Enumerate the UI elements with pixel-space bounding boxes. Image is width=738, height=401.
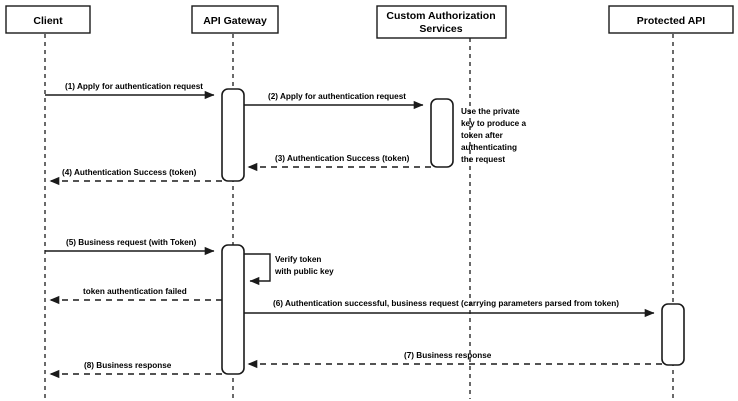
participant-header-api-gateway[interactable]: API Gateway [191,5,279,34]
note-private-key-line-4: authenticating [461,143,517,152]
message-8-label: (8) Business response [84,361,172,370]
message-1[interactable]: (1) Apply for authentication request [45,82,215,100]
participant-header-custom-authorization-services[interactable]: Custom Authorization Services [376,5,507,39]
activation-bar-protected-api [661,303,685,366]
activation-bar-api-gateway-2 [221,244,245,375]
message-6-label: (6) Authentication successful, business … [273,299,619,308]
note-private-key-line-1: Use the private [461,107,520,116]
participant-label-api-gateway: API Gateway [203,15,267,27]
message-token-authentication-failed[interactable]: token authentication failed [49,287,222,305]
note-private-key-line-2: key to produce a [461,119,527,128]
message-token-authentication-failed-label: token authentication failed [83,287,187,296]
note-private-key: Use the private key to produce a token a… [461,107,527,164]
message-3[interactable]: (3) Authentication Success (token) [247,154,431,172]
message-6[interactable]: (6) Authentication successful, business … [244,299,655,318]
message-self-verify-token-line-1: Verify token [275,255,321,264]
message-8[interactable]: (8) Business response [49,361,222,379]
message-5[interactable]: (5) Business request (with Token) [45,238,215,256]
message-2-label: (2) Apply for authentication request [268,92,406,101]
message-3-label: (3) Authentication Success (token) [275,154,410,163]
message-2[interactable]: (2) Apply for authentication request [244,92,424,110]
participant-header-protected-api[interactable]: Protected API [608,5,734,34]
activation-bar-custom-authorization-services [430,98,454,168]
message-self-verify-token-line-2: with public key [274,267,334,276]
message-4-label: (4) Authentication Success (token) [62,168,197,177]
participant-label-client: Client [33,15,63,27]
message-1-label: (1) Apply for authentication request [65,82,203,91]
activation-bar-api-gateway-1 [221,88,245,182]
message-4[interactable]: (4) Authentication Success (token) [49,168,222,186]
note-private-key-line-3: token after [461,131,504,140]
participant-label-protected-api: Protected API [637,15,706,27]
message-7-label: (7) Business response [404,351,492,360]
participant-label-custom-authorization-services-line2: Services [419,23,462,35]
message-5-label: (5) Business request (with Token) [66,238,197,247]
participant-header-client[interactable]: Client [5,5,91,34]
message-7[interactable]: (7) Business response [247,351,662,369]
message-self-verify-token[interactable]: Verify token with public key [244,253,334,286]
participant-label-custom-authorization-services-line1: Custom Authorization [386,10,495,22]
note-private-key-line-5: the request [461,155,505,164]
